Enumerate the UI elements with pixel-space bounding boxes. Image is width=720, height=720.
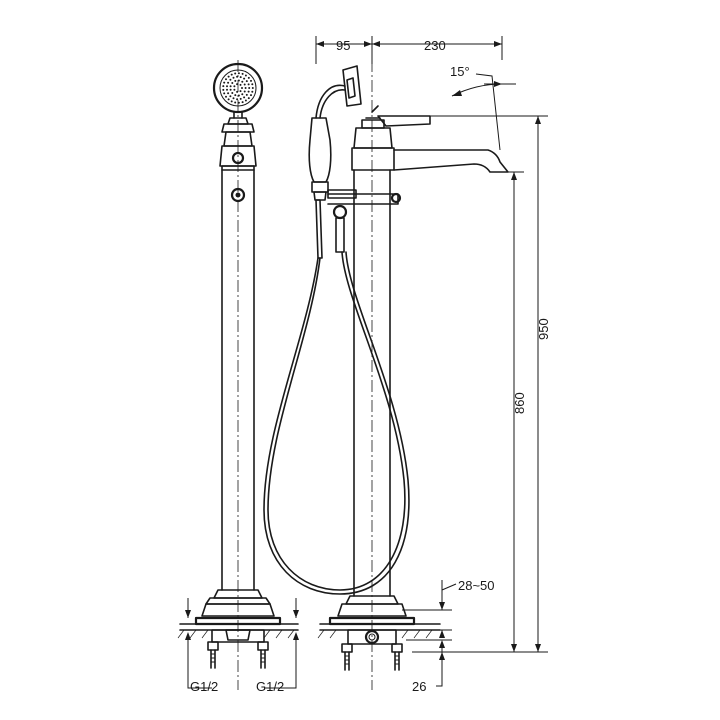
front-view: [263, 36, 548, 690]
inlet-label-right: G1/2: [256, 679, 284, 694]
dim-label-860: 860: [512, 392, 527, 414]
inlet-label-left: G1/2: [190, 679, 218, 694]
dim-label-26: 26: [412, 679, 426, 694]
spout: [351, 105, 509, 173]
shower-hose: [267, 251, 406, 591]
side-base: [177, 589, 299, 669]
side-view: [177, 60, 299, 690]
dim-label-950: 950: [536, 318, 551, 340]
side-pipe: [221, 169, 255, 591]
main-column: [353, 169, 391, 597]
dim-label-depth: 28~50: [458, 578, 495, 593]
dim-label-230: 230: [424, 38, 446, 53]
dim-label-angle: 15°: [450, 64, 470, 79]
front-base: [317, 595, 441, 671]
diverter-arm: [327, 193, 399, 205]
hand-shower: [308, 65, 362, 259]
dim-label-95: 95: [336, 38, 350, 53]
